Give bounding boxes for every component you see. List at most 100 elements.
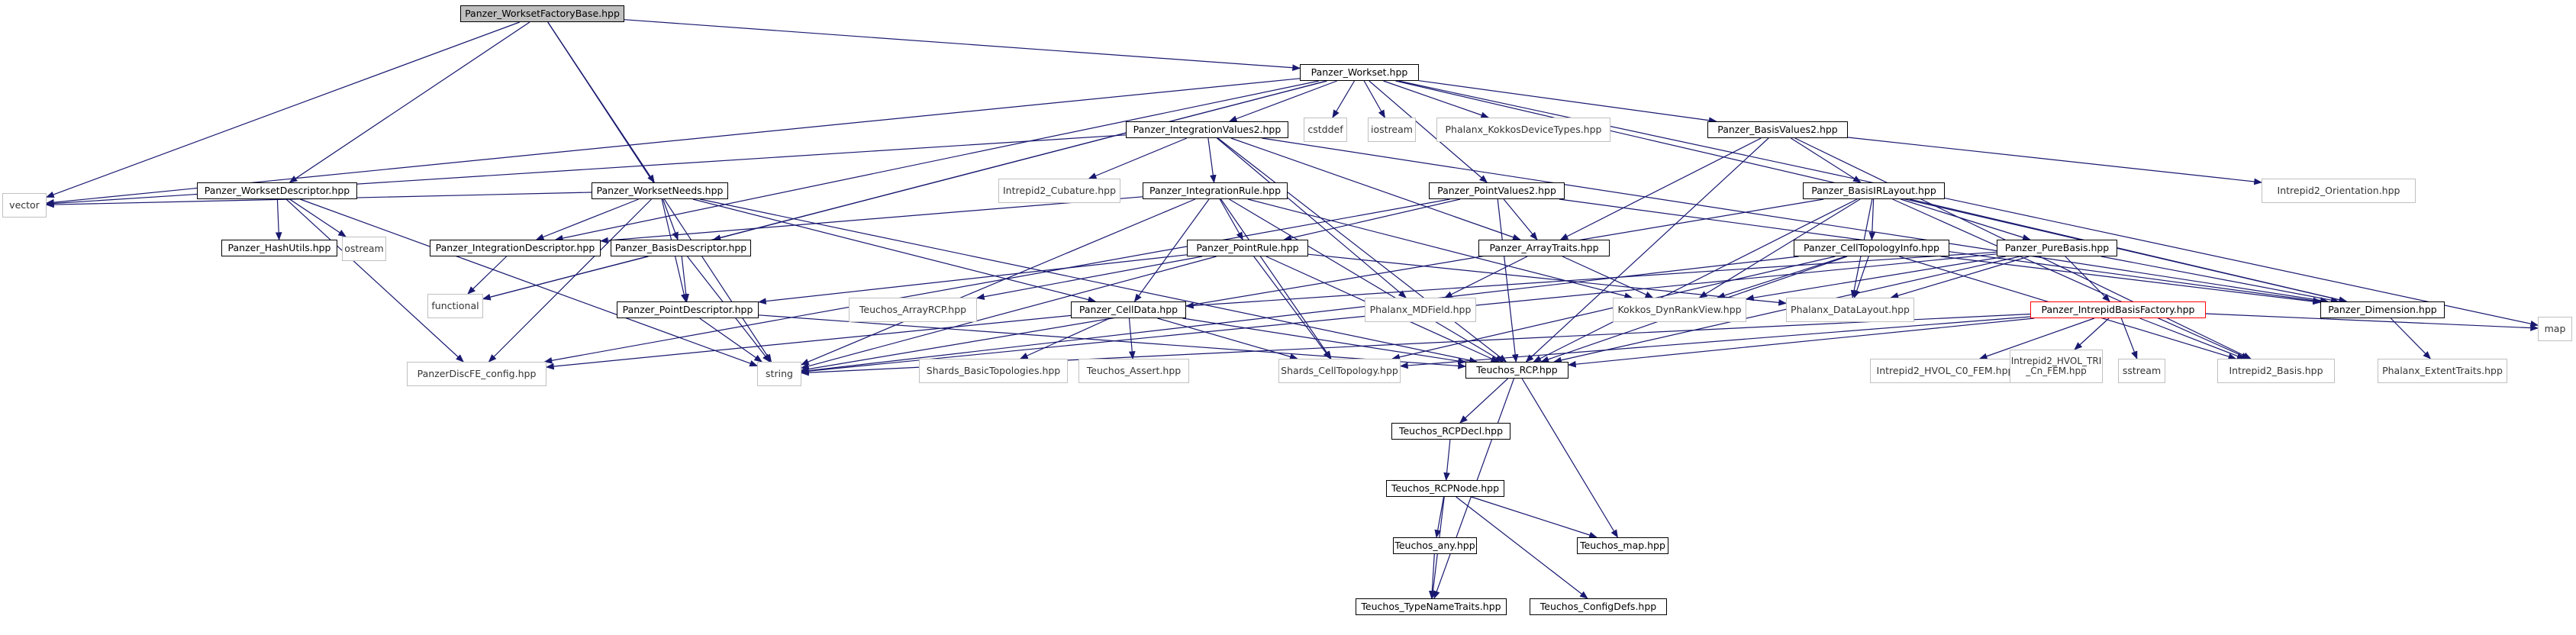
edge-workset-to-basisdesc: [712, 80, 1327, 241]
node-string: string: [757, 362, 801, 386]
edge-arraytraits-to-mdfield: [1444, 256, 1528, 298]
edge-workset-to-basisvals: [1418, 80, 1717, 124]
edge-basisdesc-to-functional: [482, 256, 649, 301]
node-datalayout: Phalanx_DataLayout.hpp: [1786, 298, 1914, 322]
edge-ptdesc-to-string: [699, 318, 762, 363]
node-map: map: [2538, 317, 2572, 341]
node-basisvals[interactable]: Panzer_BasisValues2.hpp: [1707, 121, 1848, 138]
node-shardscell: Shards_CellTopology.hpp: [1278, 359, 1401, 383]
node-any[interactable]: Teuchos_any.hpp: [1393, 537, 1477, 554]
edge-wsneeds-to-discfe: [488, 198, 652, 363]
edge-intdesc-to-functional: [467, 256, 508, 295]
node-typename[interactable]: Teuchos_TypeNameTraits.hpp: [1356, 598, 1507, 615]
edge-workset-to-kokkosdev: [1383, 80, 1490, 118]
node-tmap[interactable]: Teuchos_map.hpp: [1577, 537, 1668, 554]
node-arraytraits[interactable]: Panzer_ArrayTraits.hpp: [1478, 240, 1610, 256]
node-hvolco: Intrepid2_HVOL_C0_FEM.hpp: [1870, 359, 2020, 383]
edge-rcp-to-rcpdecl: [1459, 378, 1509, 424]
edge-purebasis-to-dynrank: [1745, 256, 2006, 301]
edge-celldata-to-rcp: [1182, 318, 1467, 365]
edge-ptrule-to-ptdesc: [757, 254, 1188, 305]
node-factory[interactable]: Panzer_WorksetFactoryBase.hpp: [460, 5, 624, 22]
node-sstream: sstream: [2118, 359, 2165, 383]
node-ptrule[interactable]: Panzer_PointRule.hpp: [1187, 240, 1308, 256]
node-intrfactory[interactable]: Panzer_IntrepidBasisFactory.hpp: [2030, 301, 2206, 318]
node-ptvals[interactable]: Panzer_PointValues2.hpp: [1429, 182, 1565, 199]
edge-basisir-to-string: [800, 198, 1824, 372]
edge-intrfactory-to-sstream: [2120, 318, 2138, 360]
edge-celltopo-to-dynrank: [1717, 256, 1846, 299]
node-rcp[interactable]: Teuchos_RCP.hpp: [1465, 362, 1568, 379]
edge-intrfactory-to-hvolco: [1978, 318, 2095, 359]
node-functional: functional: [427, 294, 483, 318]
node-ostream: ostream: [342, 237, 386, 261]
edge-intrule-to-ptrule: [1219, 198, 1243, 240]
edge-factory-to-vector: [45, 21, 521, 198]
edge-intvals-to-rcp: [1217, 137, 1507, 363]
edge-dimension-to-extent: [2390, 318, 2432, 359]
edge-intrfactory-to-rcp: [1567, 318, 2035, 368]
node-workset[interactable]: Panzer_Workset.hpp: [1300, 64, 1419, 81]
edge-basisdesc-to-ptdesc: [681, 256, 690, 303]
node-celldata[interactable]: Panzer_CellData.hpp: [1071, 301, 1186, 318]
node-intvals[interactable]: Panzer_IntegrationValues2.hpp: [1126, 121, 1288, 138]
node-ptdesc[interactable]: Panzer_PointDescriptor.hpp: [617, 301, 759, 318]
edge-rcpnode-to-any: [1434, 496, 1445, 539]
edge-ptvals-to-ptrule: [1283, 198, 1461, 242]
edge-intrfactory-to-intrbasis: [2139, 318, 2246, 359]
edge-intvals-to-intrule: [1207, 137, 1217, 184]
edge-rcpdecl-to-rcpnode: [1443, 439, 1451, 482]
edge-purebasis-to-dimension: [2100, 256, 2339, 304]
node-celltopo[interactable]: Panzer_CellTopologyInfo.hpp: [1794, 240, 1949, 256]
node-shardsbasic: Shards_BasicTopologies.hpp: [919, 359, 1068, 383]
edge-basisir-to-dimension: [1909, 198, 2348, 303]
node-extent: Phalanx_ExtentTraits.hpp: [2378, 359, 2507, 383]
node-dynrank: Kokkos_DynRankView.hpp: [1613, 298, 1746, 322]
edge-rcp-to-tmap: [1521, 378, 1618, 538]
node-hashutils[interactable]: Panzer_HashUtils.hpp: [221, 240, 337, 256]
edge-arraytraits-to-dynrank: [1562, 256, 1654, 298]
node-intdesc[interactable]: Panzer_IntegrationDescriptor.hpp: [430, 240, 601, 256]
edge-rcpnode-to-configdefs: [1456, 496, 1588, 599]
node-intrule[interactable]: Panzer_IntegrationRule.hpp: [1143, 182, 1288, 199]
edge-celldata-to-shardscell: [1157, 318, 1298, 360]
edge-intvals-to-arraytraits: [1230, 137, 1521, 240]
edge-intrule-to-dynrank: [1247, 198, 1633, 299]
node-cstddef: cstddef: [1304, 118, 1347, 142]
node-basisdesc[interactable]: Panzer_BasisDescriptor.hpp: [611, 240, 751, 256]
node-wsneeds[interactable]: Panzer_WorksetNeeds.hpp: [592, 182, 728, 199]
edge-intrule-to-string: [801, 198, 1196, 366]
node-kokkosdev: Phalanx_KokkosDeviceTypes.hpp: [1436, 118, 1610, 142]
edge-factory-to-wsdesc: [289, 21, 530, 183]
edge-wsneeds-to-rcp: [699, 198, 1478, 364]
edge-factory-to-workset: [624, 19, 1301, 72]
edge-purebasis-to-intrfactory: [2065, 256, 2110, 302]
edge-ptvals-to-rcp: [1497, 198, 1519, 363]
node-rcpnode[interactable]: Teuchos_RCPNode.hpp: [1386, 480, 1504, 497]
node-arrayrcp: Teuchos_ArrayRCP.hpp: [849, 298, 977, 322]
node-intrbasis: Intrepid2_Basis.hpp: [2217, 359, 2335, 383]
node-configdefs[interactable]: Teuchos_ConfigDefs.hpp: [1530, 598, 1667, 615]
edge-basisir-to-intrbasis: [1892, 198, 2250, 359]
node-iostream: iostream: [1368, 118, 1416, 142]
edge-basisir-to-celltopo: [1868, 198, 1876, 241]
edge-ptrule-to-arrayrcp: [975, 256, 1203, 300]
edge-basisir-to-dynrank: [1698, 198, 1861, 298]
edge-purebasis-to-datalayout: [1890, 256, 2030, 299]
node-vector: vector: [2, 193, 47, 218]
edge-wsneeds-to-celldata: [692, 198, 1097, 303]
edge-intvals-to-mdfield: [1217, 137, 1407, 298]
node-dimension[interactable]: Panzer_Dimension.hpp: [2320, 301, 2445, 318]
edge-wsdesc-to-ostream: [289, 198, 347, 237]
edge-any-to-typename: [1428, 553, 1436, 600]
edge-ptvals-to-arraytraits: [1503, 198, 1538, 240]
edge-intrule-to-rcp: [1229, 198, 1504, 363]
edge-wsneeds-to-intdesc: [535, 198, 639, 240]
node-wsdesc[interactable]: Panzer_WorksetDescriptor.hpp: [197, 182, 357, 199]
node-purebasis[interactable]: Panzer_PureBasis.hpp: [1997, 240, 2117, 256]
edge-wsneeds-to-basisdesc: [662, 198, 679, 241]
node-basisir[interactable]: Panzer_BasisIRLayout.hpp: [1803, 182, 1945, 199]
node-introri: Intrepid2_Orientation.hpp: [2262, 179, 2416, 203]
edge-ptrule-to-shardscell: [1253, 256, 1331, 359]
node-rcpdecl[interactable]: Teuchos_RCPDecl.hpp: [1391, 423, 1510, 440]
